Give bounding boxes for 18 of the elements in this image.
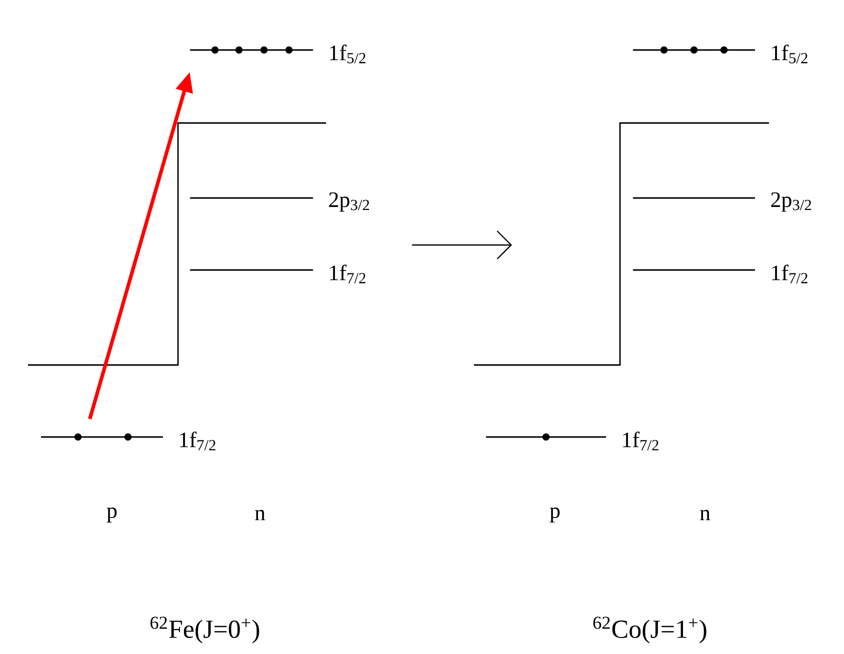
level-label: 1f$_{5/2}$ (772, 44, 808, 64)
level-label: 2p$_{3/2}$ (771, 192, 812, 212)
energy-level (41, 433, 163, 441)
energy-level (190, 46, 313, 54)
energy-level (486, 433, 606, 441)
level-label: 2p$_{3/2}$ (329, 192, 370, 212)
particle-label: n (700, 510, 710, 520)
level-label: 1f$_{7/2}$ (772, 264, 808, 284)
energy-level (633, 46, 755, 54)
nucleus-label: $^{62}$Co(J=1$^{+}$) (593, 616, 706, 644)
nucleus-label: $^{62}$Fe(J=0$^{+}$) (150, 616, 260, 644)
particle-label: n (255, 510, 266, 520)
particle-label: p (550, 507, 560, 523)
level-label: 1f$_{7/2}$ (330, 264, 366, 284)
level-label: 1f$_{5/2}$ (330, 44, 366, 64)
particle-label: p (106, 507, 117, 523)
level-label: 1f$_{7/2}$ (623, 432, 658, 450)
level-label: 1f$_{7/2}$ (180, 432, 216, 450)
